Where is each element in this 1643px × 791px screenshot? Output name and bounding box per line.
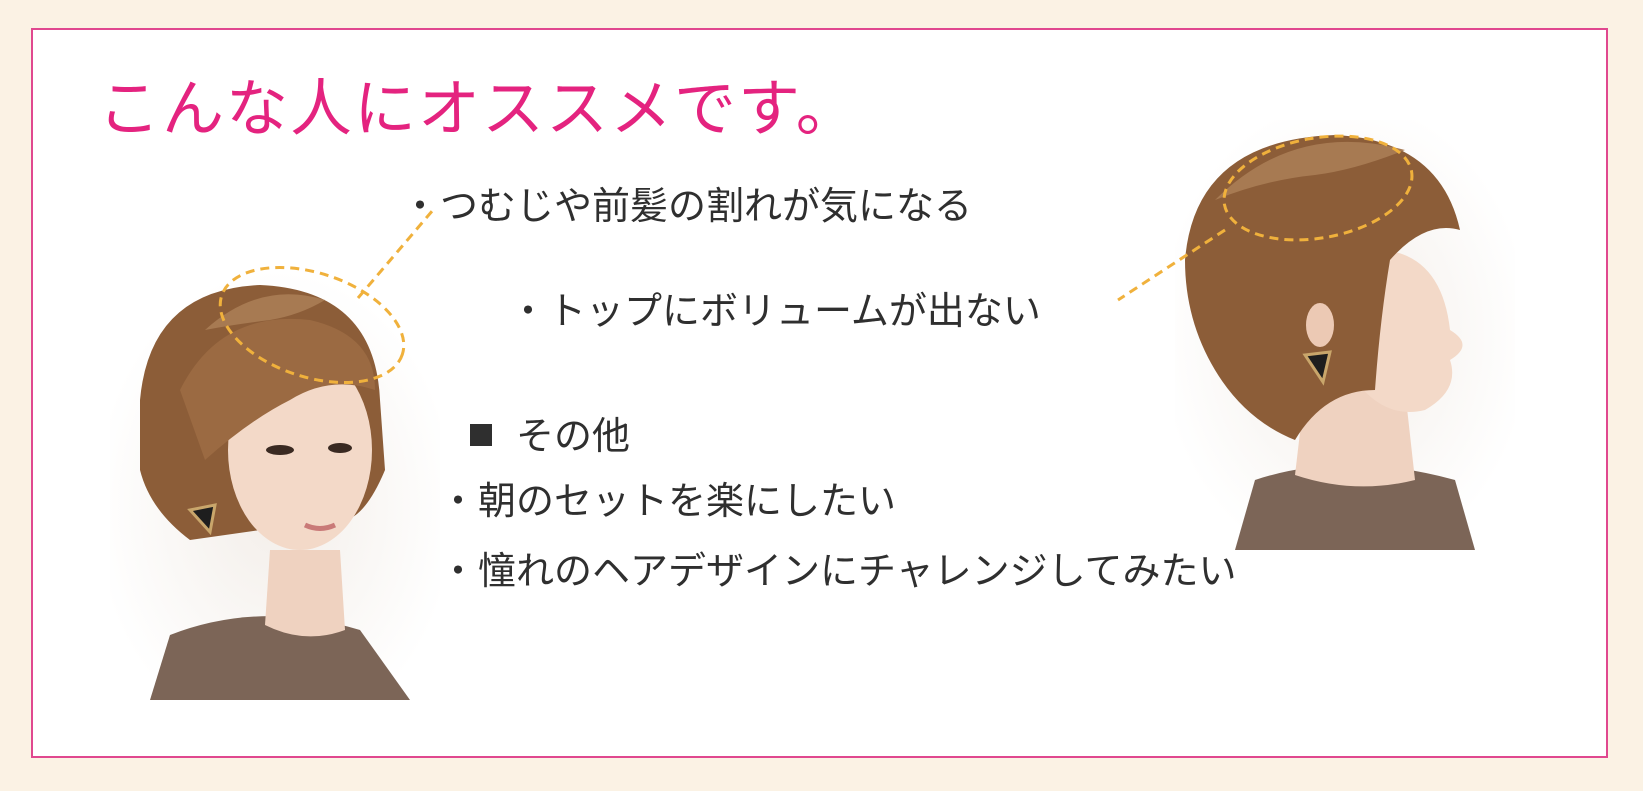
bullet-dot: ・ — [508, 289, 547, 333]
point-item: ・トップにボリュームが出ない — [508, 280, 1041, 335]
front-crown-ellipse — [218, 265, 406, 385]
point-text: トップにボリュームが出ない — [548, 289, 1041, 333]
other-item-text: 朝のセットを楽にしたい — [478, 479, 897, 523]
other-heading-text: その他 — [516, 414, 631, 458]
other-item: ・朝のセットを楽にしたい — [438, 470, 896, 525]
bullet-dot: ・ — [400, 184, 439, 228]
point-item: ・つむじや前髪の割れが気になる — [400, 175, 972, 230]
page-title: こんな人にオススメです。 — [98, 72, 860, 145]
side-callout-line — [1117, 228, 1226, 302]
front-callout-line — [356, 209, 435, 299]
bullet-dot: ・ — [438, 479, 477, 523]
front-model-photo — [110, 270, 440, 700]
point-text: つむじや前髪の割れが気になる — [440, 184, 973, 228]
other-heading: その他 — [470, 405, 630, 460]
square-bullet-icon — [470, 424, 492, 446]
bullet-dot: ・ — [438, 549, 477, 593]
other-item: ・憧れのヘアデザインにチャレンジしてみたい — [438, 540, 1237, 595]
side-crown-ellipse — [1222, 134, 1414, 242]
other-item-text: 憧れのヘアデザインにチャレンジしてみたい — [478, 549, 1237, 593]
